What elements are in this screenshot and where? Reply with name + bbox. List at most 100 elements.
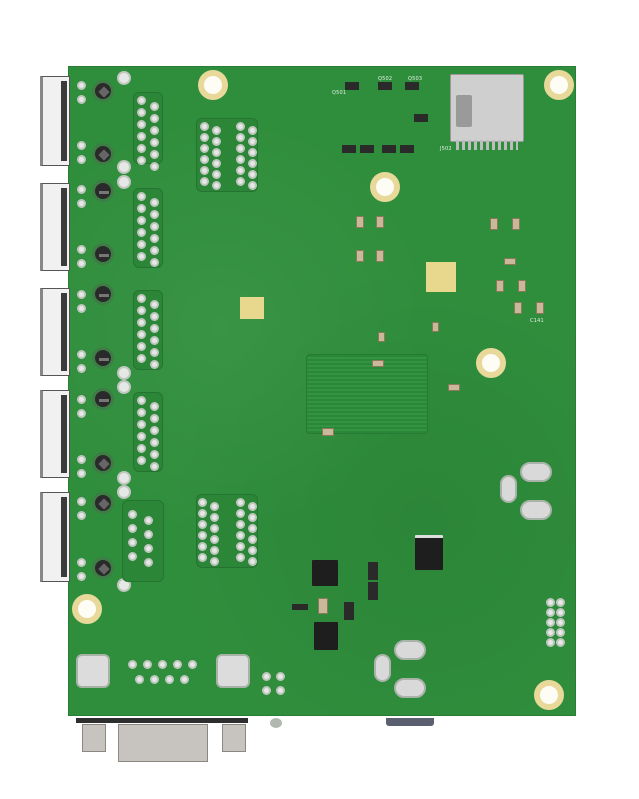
db9-pin	[165, 675, 174, 684]
power-ic-q3	[314, 622, 338, 650]
magnetics-pin	[236, 166, 245, 175]
via	[77, 350, 86, 359]
db9-pin	[173, 660, 182, 669]
magnetics-pin	[150, 138, 159, 147]
magnetics-pin	[137, 216, 146, 225]
via	[77, 497, 86, 506]
magnetics-pin	[248, 159, 257, 168]
magnetics-pin	[236, 531, 245, 540]
header-pin	[556, 628, 565, 637]
magnetics-pin	[248, 535, 257, 544]
capacitor-c149	[356, 216, 364, 228]
magnetics-pin	[248, 513, 257, 522]
via	[276, 672, 285, 681]
db9-connector	[118, 724, 208, 762]
magnetics-pin	[137, 120, 146, 129]
magnetics-pin	[236, 155, 245, 164]
header-pin	[556, 608, 565, 617]
led-8	[92, 452, 114, 474]
mounting-hole-top-left	[198, 70, 228, 100]
magnetics-pin	[198, 553, 207, 562]
mounting-hole-center	[476, 348, 506, 378]
magnetics-pin	[128, 524, 137, 533]
via	[77, 572, 86, 581]
magnetics-pin	[150, 348, 159, 357]
via	[77, 199, 86, 208]
magnetics-pin	[248, 546, 257, 555]
magnetics-pin	[137, 420, 146, 429]
magnetics-pin	[150, 462, 159, 471]
capacitor-c159	[514, 302, 522, 314]
ethernet-port-2	[40, 183, 70, 271]
magnetics-pin	[137, 108, 146, 117]
magnetics-pin	[137, 456, 146, 465]
via-large	[117, 485, 131, 499]
via-large	[117, 71, 131, 85]
magnetics-pin	[137, 294, 146, 303]
magnetics-pin	[150, 150, 159, 159]
magnetics-pin	[212, 181, 221, 190]
led-6	[92, 347, 114, 369]
via-large	[117, 380, 131, 394]
magnetics-pin	[236, 122, 245, 131]
magnetics-pin	[150, 324, 159, 333]
magnetics-pin	[137, 192, 146, 201]
magnetics-pin	[212, 137, 221, 146]
magnetics-pin	[198, 542, 207, 551]
led-9	[92, 492, 114, 514]
mounting-hole-bottom-left	[72, 594, 102, 624]
magnetics-pin	[212, 170, 221, 179]
magnetics-pin	[210, 557, 219, 566]
capacitor-c162	[518, 280, 526, 292]
magnetics-pin	[150, 234, 159, 243]
magnetics-pin	[137, 330, 146, 339]
magnetics-pin	[150, 162, 159, 171]
via	[77, 259, 86, 268]
magnetics-pin	[150, 360, 159, 369]
magnetics-pin	[212, 159, 221, 168]
capacitor-c199	[448, 384, 460, 391]
label-q501: Q501	[332, 90, 347, 96]
header-pin	[556, 638, 565, 647]
magnetics-pin	[137, 444, 146, 453]
transistor-q508	[382, 145, 396, 153]
magnetics-pin	[198, 498, 207, 507]
capacitor	[322, 428, 334, 436]
via	[77, 364, 86, 373]
magnetics-pin	[212, 148, 221, 157]
via	[77, 95, 86, 104]
led-5	[92, 283, 114, 305]
capacitor-c804	[504, 258, 516, 265]
magnetics-pin	[236, 520, 245, 529]
resistor	[318, 598, 328, 614]
db9-pin	[143, 660, 152, 669]
magnetics-pin	[137, 354, 146, 363]
magnetics-pin	[210, 502, 219, 511]
db9-pin	[128, 660, 137, 669]
via	[77, 141, 86, 150]
magnetics-pin	[248, 181, 257, 190]
via	[77, 455, 86, 464]
magnetics-pin	[150, 402, 159, 411]
magnetics-pin	[198, 509, 207, 518]
magnetics-pin	[137, 204, 146, 213]
magnetics-pin	[236, 177, 245, 186]
transistor-q506	[342, 145, 356, 153]
mounting-hole-bottom-right	[534, 680, 564, 710]
magnetics-pin	[210, 524, 219, 533]
via-large	[117, 366, 131, 380]
ethernet-port-1	[40, 76, 70, 166]
led-3	[92, 180, 114, 202]
via	[77, 304, 86, 313]
magnetics-pin	[236, 553, 245, 562]
power-ic-q2	[312, 560, 338, 586]
magnetics-pin	[128, 552, 137, 561]
capacitor-c153	[490, 218, 498, 230]
db9-pin	[135, 675, 144, 684]
db9-pin	[150, 675, 159, 684]
magnetics-pin	[248, 137, 257, 146]
magnetics-pin	[200, 144, 209, 153]
magnetics-pin	[150, 336, 159, 345]
header-pin	[546, 628, 555, 637]
db9-shield-bar	[76, 718, 248, 723]
